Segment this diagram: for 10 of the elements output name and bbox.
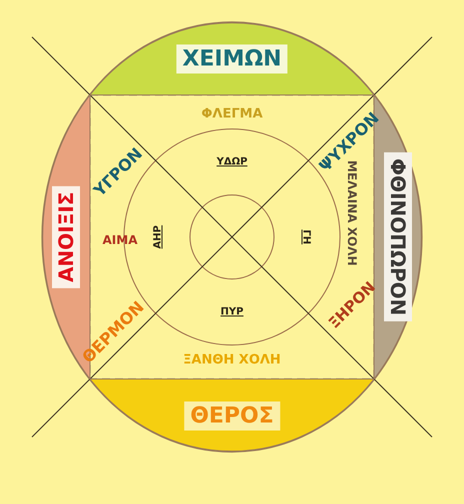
season-label: ΧΕΙΜΩΝ xyxy=(176,44,288,73)
season-label: ΘΕΡΟΣ xyxy=(184,401,280,430)
element-label: ΓΗ xyxy=(300,230,312,244)
season-label: ΑΝΟΙΞΙΣ xyxy=(52,186,80,288)
humor-label: ΦΛΕΓΜΑ xyxy=(201,106,263,122)
element-label: ΠΥΡ xyxy=(220,306,244,318)
element-label: ΑΗΡ xyxy=(152,225,164,249)
humor-label: ΞΑΝΘΗ ΧΟΛΗ xyxy=(183,352,281,368)
season-label: ΦΘΙΝΟΠΩΡΟΝ xyxy=(384,152,412,322)
element-label: ΥΔΩΡ xyxy=(216,156,248,168)
